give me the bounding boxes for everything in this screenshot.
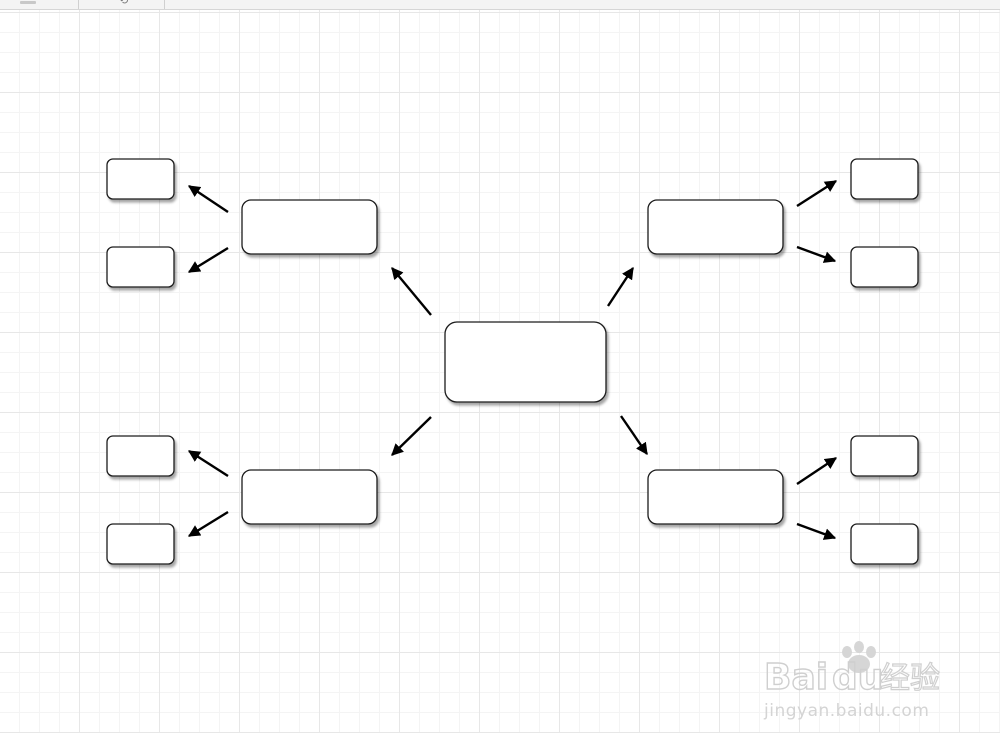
node-left-bottom[interactable]	[241, 469, 378, 525]
node-box-right-top[interactable]	[647, 199, 784, 255]
node-center[interactable]	[444, 321, 607, 403]
arrow-left-bottom-to-leaf-left-bottom-2[interactable]	[187, 510, 229, 538]
node-leaf-right-top-1[interactable]	[850, 158, 919, 200]
node-right-top[interactable]	[647, 199, 784, 255]
node-leaf-right-bottom-1[interactable]	[850, 435, 919, 477]
menu-icon	[20, 1, 36, 4]
arrow-left-top-to-leaf-left-top-2[interactable]	[187, 246, 229, 274]
node-box-left-top[interactable]	[241, 199, 378, 255]
watermark-brand-right: du	[832, 657, 883, 698]
node-box-leaf-right-top-1[interactable]	[850, 158, 919, 200]
node-box-left-bottom[interactable]	[241, 469, 378, 525]
node-box-leaf-left-bottom-1[interactable]	[106, 435, 175, 477]
node-leaf-left-top-2[interactable]	[106, 246, 175, 288]
node-leaf-right-top-2[interactable]	[850, 246, 919, 288]
menu-button[interactable]	[0, 0, 79, 9]
watermark-brand-left: Bai	[764, 657, 828, 698]
undo-button[interactable]: ⟲	[79, 0, 165, 9]
node-box-leaf-left-bottom-2[interactable]	[106, 523, 175, 565]
node-box-center[interactable]	[444, 321, 607, 403]
mind-map-diagram	[106, 158, 919, 565]
baidu-watermark: Bai du 经验 jingyan.baidu.com	[763, 641, 941, 721]
arrow-right-top-to-leaf-right-top-2[interactable]	[796, 245, 837, 263]
toolbar: ⟲	[0, 0, 1000, 10]
node-leaf-right-bottom-2[interactable]	[850, 523, 919, 565]
node-box-leaf-right-top-2[interactable]	[850, 246, 919, 288]
node-box-leaf-right-bottom-2[interactable]	[850, 523, 919, 565]
node-box-leaf-right-bottom-1[interactable]	[850, 435, 919, 477]
paw-icon	[842, 641, 876, 673]
arrow-center-to-left-top[interactable]	[391, 267, 432, 316]
arrow-right-bottom-to-leaf-right-bottom-2[interactable]	[796, 522, 837, 540]
node-right-bottom[interactable]	[647, 469, 784, 525]
arrow-right-bottom-to-leaf-right-bottom-1[interactable]	[796, 457, 837, 485]
node-leaf-left-top-1[interactable]	[106, 158, 175, 200]
watermark-url: jingyan.baidu.com	[763, 701, 929, 721]
arrow-center-to-right-bottom[interactable]	[620, 415, 648, 455]
arrow-left-bottom-to-leaf-left-bottom-1[interactable]	[187, 449, 229, 478]
arrow-right-top-to-leaf-right-top-1[interactable]	[796, 179, 838, 208]
drawing-canvas[interactable]: Bai du 经验 jingyan.baidu.com	[0, 10, 1000, 733]
undo-icon: ⟲	[119, 0, 129, 7]
node-box-leaf-left-top-2[interactable]	[106, 246, 175, 288]
arrow-left-top-to-leaf-left-top-1[interactable]	[188, 185, 229, 213]
watermark-brand-cn: 经验	[880, 661, 940, 696]
node-box-right-bottom[interactable]	[647, 469, 784, 525]
arrow-center-to-right-top[interactable]	[606, 266, 635, 307]
node-leaf-left-bottom-2[interactable]	[106, 523, 175, 565]
node-leaf-left-bottom-1[interactable]	[106, 435, 175, 477]
node-box-leaf-left-top-1[interactable]	[106, 158, 175, 200]
arrow-center-to-left-bottom[interactable]	[391, 416, 432, 456]
node-left-top[interactable]	[241, 199, 378, 255]
